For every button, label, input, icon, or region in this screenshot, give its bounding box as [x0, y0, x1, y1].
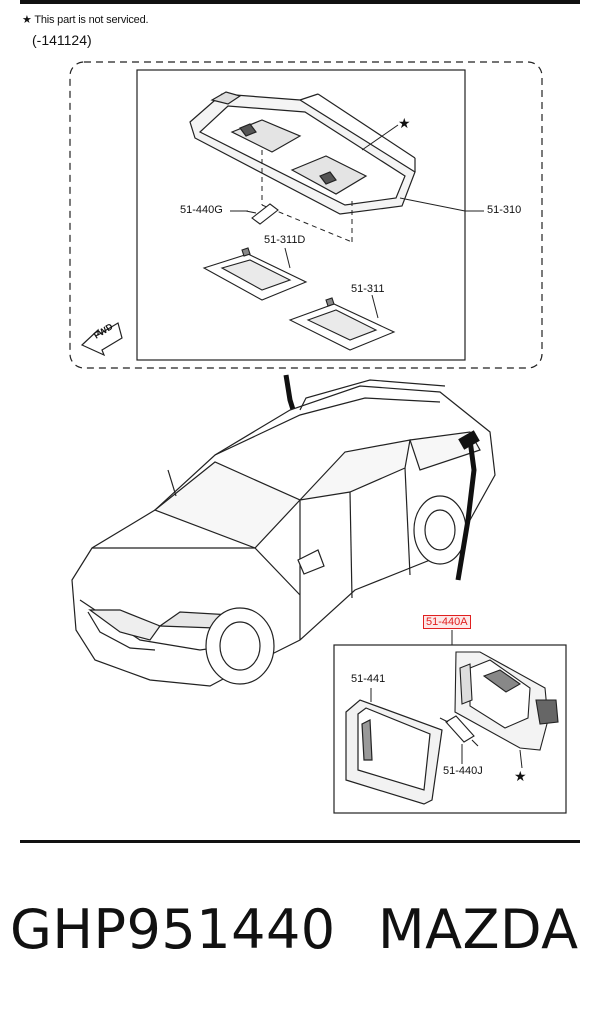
- top-rule: [20, 0, 580, 4]
- assembly-leader-in: [399, 197, 466, 212]
- lens-441-drawing: [345, 699, 443, 805]
- label-lens-311: 51-311: [350, 283, 386, 295]
- label-lens-441: 51-441: [350, 673, 387, 685]
- star-leader-bottom: [519, 749, 523, 769]
- star-icon: ★: [514, 768, 527, 784]
- lens-311-drawing: [288, 297, 396, 351]
- label-assembly-310: 51-310: [486, 204, 523, 216]
- bulb-440j-drawing: [439, 715, 479, 747]
- fwd-arrow-drawing: [80, 322, 123, 357]
- label-bulb-440j: 51-440J: [442, 765, 484, 777]
- lens-leader: [371, 294, 379, 319]
- console-dashed-guides: [261, 150, 353, 243]
- star-icon: ★: [22, 14, 32, 26]
- bottom-frame: [333, 644, 567, 814]
- label-lens-311d: 51-311D: [263, 234, 307, 246]
- cargo-lamp-location-mark: [458, 430, 480, 450]
- brand-name: MAZDA: [378, 898, 579, 961]
- car-drawing: [71, 379, 496, 687]
- label-bulb-440g: 51-440G: [179, 204, 224, 216]
- top-group-outline: [69, 61, 543, 369]
- star-leader-top: [361, 124, 399, 151]
- top-inner-frame: [136, 69, 466, 361]
- overhead-console-drawing: [189, 91, 416, 215]
- cargo-lamp-drawing: [454, 651, 559, 751]
- connector-to-cargo-lamp: [455, 439, 477, 581]
- lens-311d-drawing: [202, 247, 308, 301]
- star-icon: ★: [398, 115, 411, 131]
- bulb-440g-drawing: [245, 203, 279, 225]
- footer-rule: [20, 840, 580, 843]
- date-code: (-141124): [32, 32, 92, 48]
- part-number: GHP951440: [10, 898, 336, 961]
- label-lamp-440a: 51-440A: [423, 615, 471, 629]
- not-serviced-text: This part is not serviced.: [34, 14, 149, 26]
- not-serviced-note: ★ This part is not serviced.: [22, 13, 149, 26]
- lens-d-leader: [284, 247, 291, 269]
